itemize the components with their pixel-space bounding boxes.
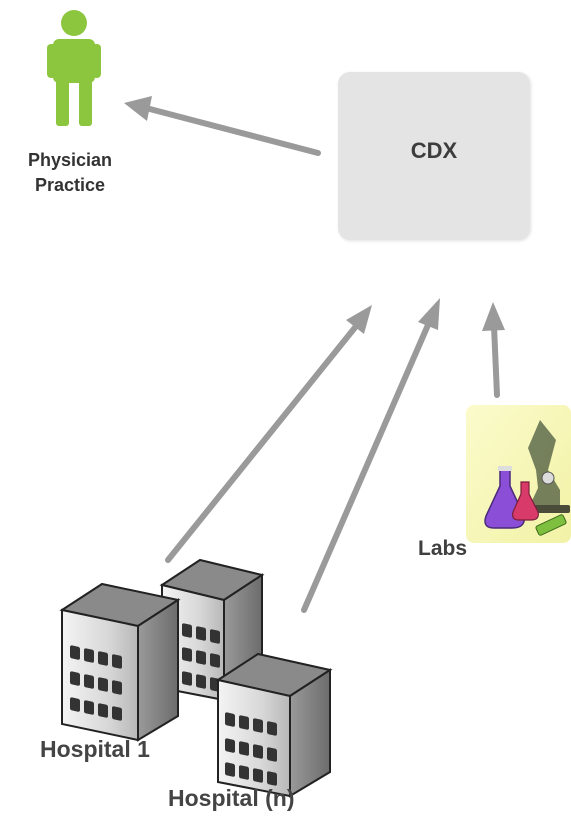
arrow-hospital1-to-cdx	[165, 305, 372, 563]
lab-equipment-icon	[466, 405, 571, 543]
physician-label-line2: Practice	[34, 175, 106, 195]
hospital-n-label: Hospital (n)	[168, 785, 295, 811]
arrow-hospitaln-to-cdx	[301, 298, 440, 613]
physician-label-line1: Physician	[27, 150, 113, 170]
cdx-label: CDX	[410, 138, 458, 163]
cdx-node	[338, 72, 530, 240]
labs-label: Labs	[418, 537, 468, 560]
arrow-cdx-to-physician	[124, 96, 321, 156]
arrow-labs-to-cdx	[482, 302, 505, 398]
person-icon	[47, 10, 101, 126]
hospital-1-label: Hospital 1	[40, 736, 150, 762]
hospital-building-icon	[59, 558, 333, 798]
physician-practice-label: Physician Practice	[0, 148, 140, 198]
